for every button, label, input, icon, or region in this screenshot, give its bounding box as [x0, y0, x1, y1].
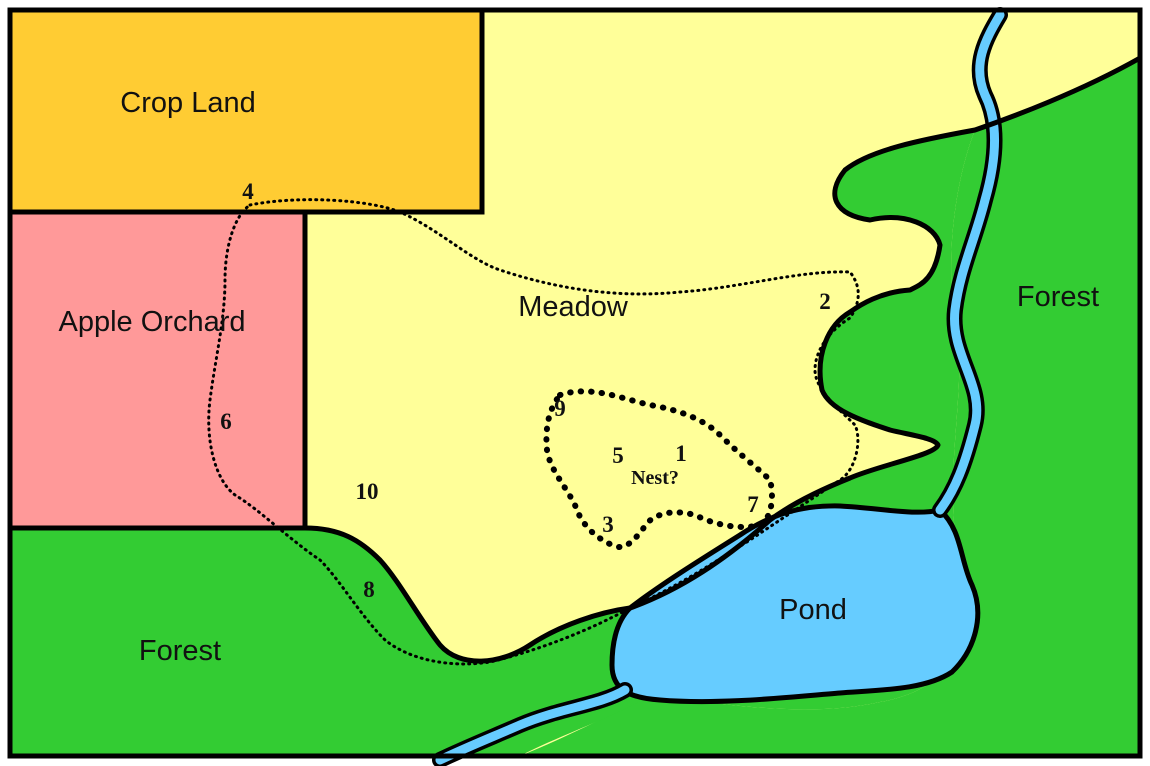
forest-west-region — [10, 528, 650, 756]
point-4-label: 4 — [242, 179, 254, 204]
point-5-label: 5 — [612, 443, 624, 468]
point-9-label: 9 — [554, 396, 566, 421]
point-2-label: 2 — [819, 289, 831, 314]
forest-east-label: Forest — [1017, 281, 1099, 313]
forest-west-label: Forest — [139, 635, 221, 667]
meadow-label: Meadow — [518, 291, 629, 323]
point-3-label: 3 — [602, 512, 614, 537]
river-upper — [935, 10, 1005, 515]
point-7-label: 7 — [747, 492, 759, 517]
nest-label: Nest? — [631, 467, 679, 489]
point-1-label: 1 — [675, 441, 687, 466]
nest-inner-path — [543, 388, 775, 550]
point-10-label: 10 — [356, 479, 379, 504]
point-8-label: 8 — [363, 577, 375, 602]
pond-label: Pond — [779, 594, 847, 626]
river-lower — [435, 685, 630, 765]
forest-west-boundary — [302, 525, 633, 664]
apple-orchard-label: Apple Orchard — [59, 306, 246, 338]
point-6-label: 6 — [220, 409, 232, 434]
territory-outer-path — [207, 198, 860, 666]
forest-east-region — [520, 58, 1140, 756]
crop-land-label: Crop Land — [120, 87, 255, 119]
apple-orchard-region — [7, 209, 308, 531]
map-frame — [7, 7, 1143, 759]
